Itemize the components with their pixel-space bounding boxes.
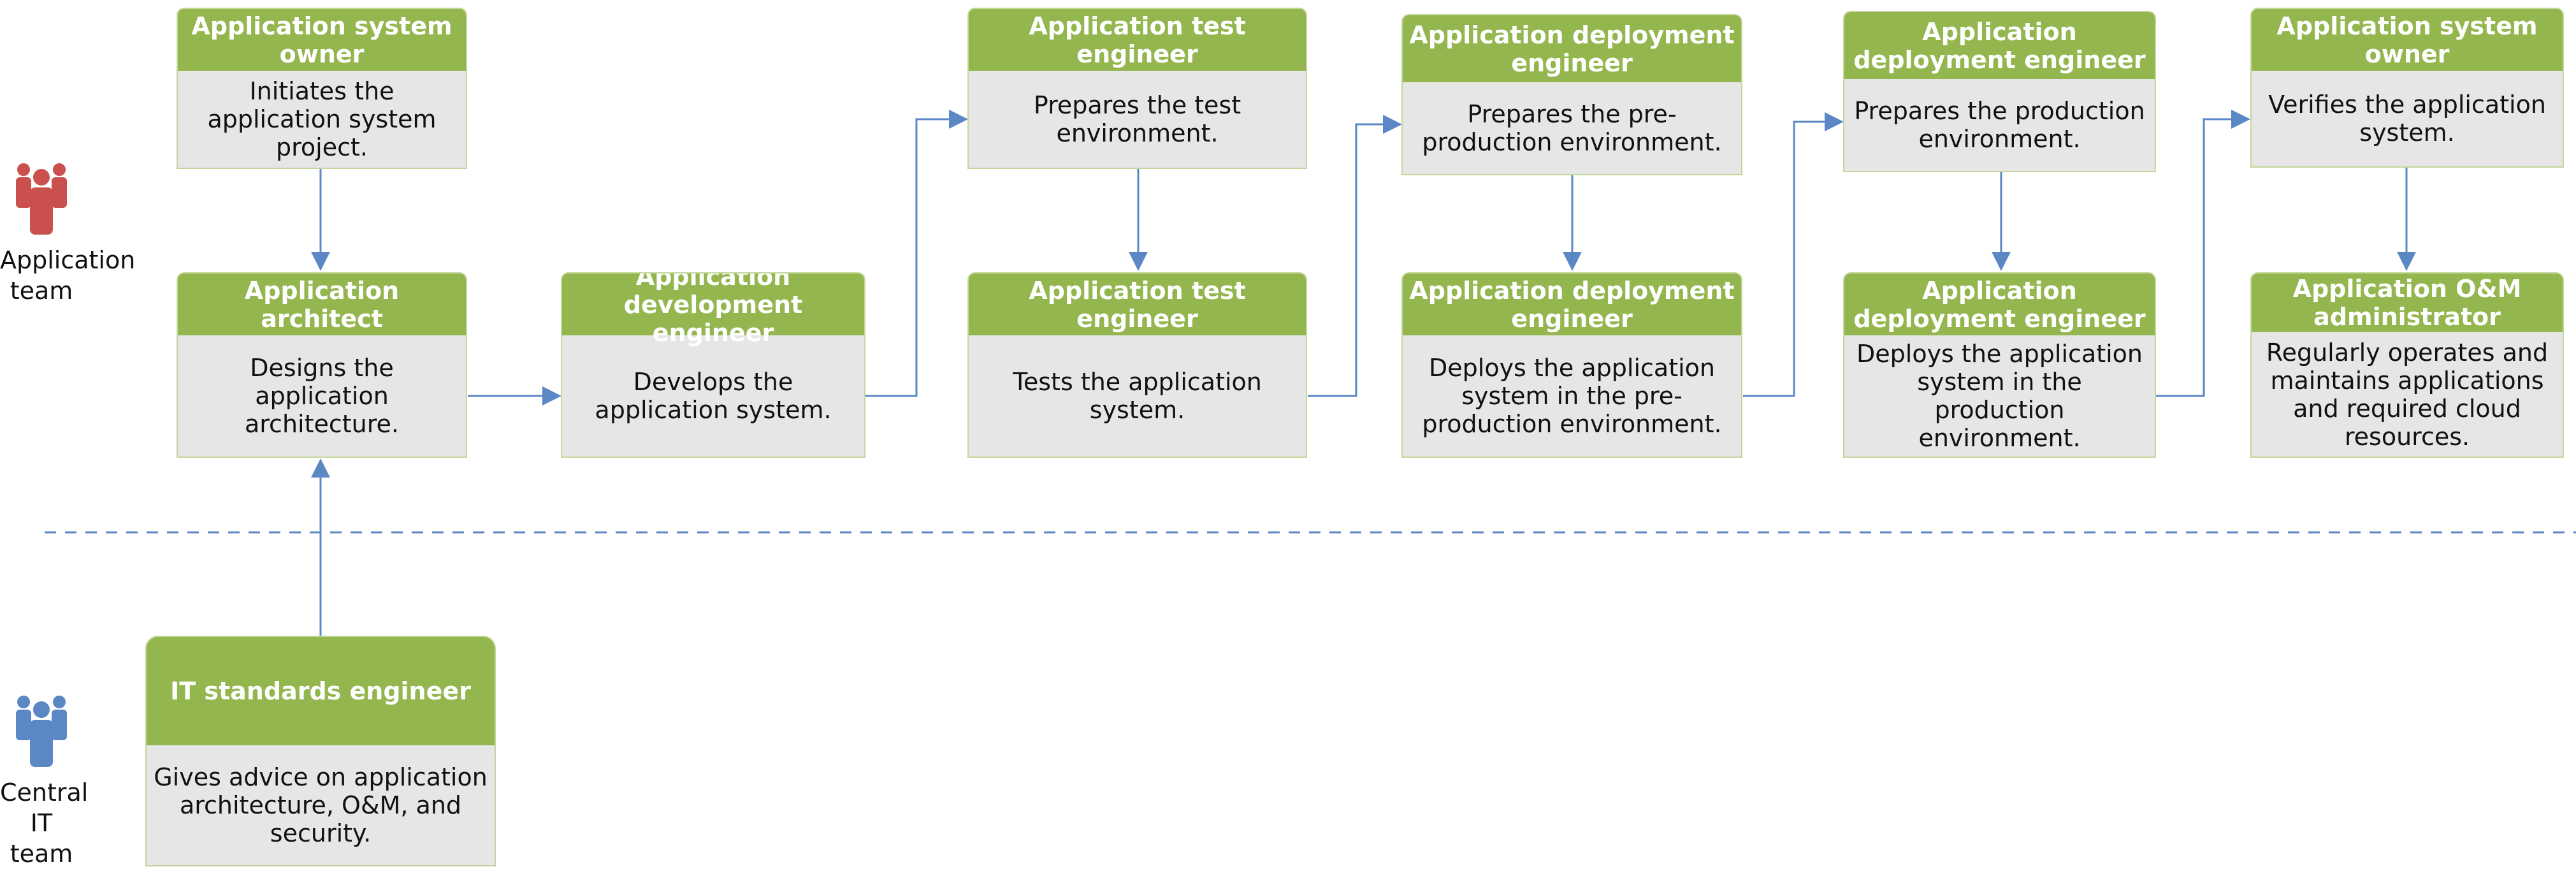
node-role: Application deployment engineer bbox=[1844, 274, 2155, 335]
node-description: Deploys the application system in the pr… bbox=[1856, 340, 2143, 452]
connector-preprod-deploy-to-prod-prep bbox=[1743, 112, 1844, 397]
people-icon bbox=[16, 696, 67, 767]
application-team-label: Application team bbox=[0, 159, 135, 306]
node-deployment-engineer-preprod-deploy: Application deployment engineer Deploys … bbox=[1401, 272, 1742, 458]
node-application-system-owner-verify: Application system owner Verifies the ap… bbox=[2250, 8, 2564, 168]
node-role: Application O&M administrator bbox=[2252, 274, 2563, 332]
node-role: Application system owner bbox=[2252, 9, 2563, 71]
node-role: Application deployment engineer bbox=[1844, 12, 2155, 79]
node-it-standards-engineer: IT standards engineer Gives advice on ap… bbox=[145, 636, 496, 866]
node-deployment-engineer-prod-deploy: Application deployment engineer Deploys … bbox=[1843, 272, 2156, 458]
team-name: Central IT team bbox=[0, 778, 89, 868]
node-role: Application architect bbox=[178, 274, 466, 335]
node-role: Application development engineer bbox=[562, 274, 864, 347]
node-role: Application deployment engineer bbox=[1403, 15, 1741, 82]
node-application-test-engineer-test: Application test engineer Tests the appl… bbox=[967, 272, 1307, 458]
node-description: Develops the application system. bbox=[595, 368, 832, 424]
node-deployment-engineer-prod-prepare: Application deployment engineer Prepares… bbox=[1843, 11, 2156, 172]
node-description: Initiates the application system project… bbox=[207, 77, 437, 161]
team-name: Application team bbox=[0, 246, 136, 305]
node-description: Deploys the application system in the pr… bbox=[1422, 354, 1722, 438]
node-application-architect: Application architect Designs the applic… bbox=[177, 272, 467, 458]
node-description: Prepares the test environment. bbox=[1033, 91, 1241, 147]
node-application-test-engineer-prepare: Application test engineer Prepares the t… bbox=[967, 8, 1307, 169]
node-application-development-engineer: Application development engineer Develop… bbox=[561, 272, 865, 458]
node-application-system-owner-initiate: Application system owner Initiates the a… bbox=[177, 8, 467, 169]
node-role: Application test engineer bbox=[969, 274, 1306, 335]
node-description: Prepares the production environment. bbox=[1854, 97, 2145, 153]
node-role: IT standards engineer bbox=[147, 637, 495, 745]
central-it-team-label: Central IT team bbox=[0, 692, 88, 869]
node-description: Verifies the application system. bbox=[2268, 91, 2546, 147]
node-description: Gives advice on application architecture… bbox=[154, 763, 488, 847]
people-icon bbox=[16, 163, 67, 235]
node-role: Application system owner bbox=[178, 9, 466, 71]
node-description: Prepares the pre-production environment. bbox=[1422, 100, 1722, 156]
node-application-om-administrator: Application O&M administrator Regularly … bbox=[2250, 272, 2564, 458]
node-deployment-engineer-preprod-prepare: Application deployment engineer Prepares… bbox=[1401, 14, 1742, 175]
node-role: Application deployment engineer bbox=[1403, 274, 1741, 335]
connector-development-to-test-prep bbox=[865, 110, 968, 397]
connector-test-to-preprod-prep bbox=[1308, 115, 1402, 397]
connector-prod-deploy-to-verify bbox=[2156, 110, 2250, 397]
node-description: Designs the application architecture. bbox=[244, 354, 399, 438]
node-description: Tests the application system. bbox=[1013, 368, 1262, 424]
node-description: Regularly operates and maintains applica… bbox=[2266, 338, 2549, 451]
node-role: Application test engineer bbox=[969, 9, 1306, 71]
